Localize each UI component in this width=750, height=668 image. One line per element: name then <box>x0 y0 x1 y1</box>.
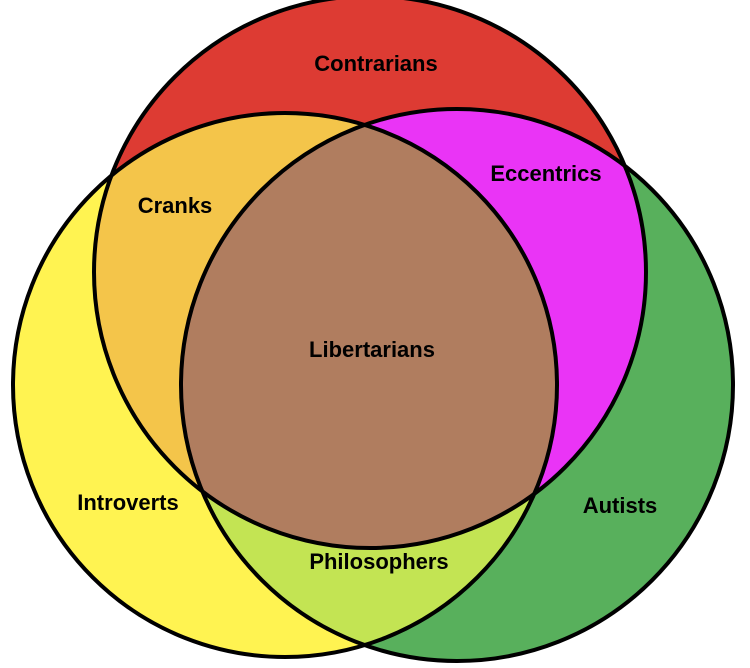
introverts-outline <box>11 111 559 659</box>
label-cranks: Cranks <box>138 193 213 218</box>
label-autists: Autists <box>583 493 658 518</box>
label-contrarians: Contrarians <box>314 51 437 76</box>
label-philosophers: Philosophers <box>309 549 448 574</box>
contrarians-outline <box>92 0 648 550</box>
label-libertarians: Libertarians <box>309 337 435 362</box>
autists-outline <box>179 107 735 663</box>
label-eccentrics: Eccentrics <box>490 161 601 186</box>
libertarians-region <box>181 113 557 548</box>
label-introverts: Introverts <box>77 490 178 515</box>
